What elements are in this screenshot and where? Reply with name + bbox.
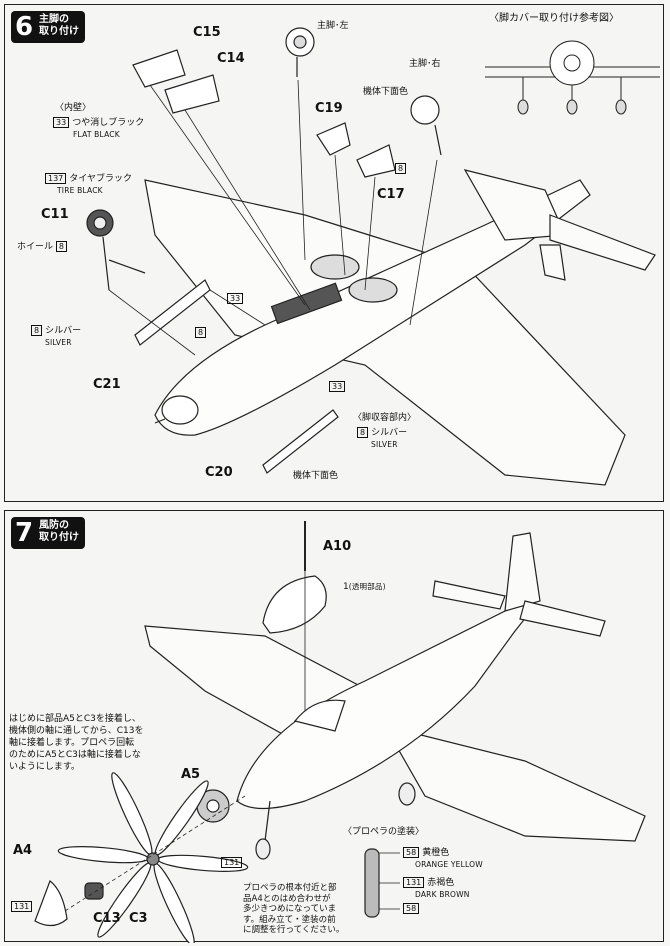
label-code-33-b: 33	[329, 381, 348, 393]
label-c17-code: 8	[395, 163, 409, 175]
step-7-badge: 7 風防の 取り付け	[11, 517, 85, 549]
label-part1: 1(透明部品)	[343, 582, 386, 592]
step-7-number: 7	[11, 517, 37, 549]
step-6-title: 主脚の 取り付け	[37, 11, 85, 43]
label-prop-paint: 〈プロペラの塗装〉	[343, 827, 425, 837]
label-c21: C21	[93, 377, 121, 392]
step-6-number: 6	[11, 11, 37, 43]
step-7-instruction: はじめに部品A5とC3を接着し、 機体側の軸に通してから、C13を 軸に接着しま…	[9, 714, 144, 772]
step-7-illustration	[34, 521, 646, 943]
label-a4: A4	[13, 843, 33, 858]
label-fuselage-underside: 機体下面色	[363, 87, 409, 97]
label-a5-code: 131	[221, 857, 245, 869]
step-6-illustration	[86, 27, 660, 486]
propeller-fit-note: プロペラの根本付近と部 品A4とのはめ合わせが 多少きつめになっていま す。組み…	[243, 883, 345, 935]
label-c17: C17	[377, 187, 405, 202]
label-c20-color: 機体下面色	[293, 471, 339, 481]
label-gear-bay: 〈脚収容部内〉	[353, 413, 417, 423]
label-flat-black-en: FLAT BLACK	[73, 130, 120, 139]
label-main-leg-right: 主脚･右	[409, 59, 441, 69]
label-a4-code: 131	[11, 901, 35, 913]
label-c14: C14	[217, 51, 245, 66]
step-7-panel: 7 風防の 取り付け	[4, 510, 664, 943]
label-inner-wall: 〈内壁〉	[55, 103, 92, 113]
label-code-8-a: 8	[195, 327, 209, 339]
label-c13: C13	[93, 911, 121, 926]
step-6-badge: 6 主脚の 取り付け	[11, 11, 85, 43]
label-dark-brown-en: DARK BROWN	[415, 890, 470, 899]
label-a5: A5	[181, 767, 201, 782]
label-bay-silver-en: SILVER	[371, 440, 398, 449]
label-a10: A10	[323, 539, 352, 554]
label-c3: C3	[129, 911, 148, 926]
label-orange-yellow-2: 58	[403, 903, 422, 915]
label-orange-yellow-en: ORANGE YELLOW	[415, 860, 483, 869]
step-7-title: 風防の 取り付け	[37, 517, 85, 549]
step-6-panel: 6 主脚の 取り付け	[4, 4, 664, 502]
label-c11: C11	[41, 207, 69, 222]
label-silver-en: SILVER	[45, 338, 72, 347]
label-c19: C19	[315, 101, 343, 116]
label-code-33-a: 33	[227, 293, 246, 305]
label-tire-black-en: TIRE BLACK	[57, 186, 103, 195]
reference-diagram-title: 〈脚カバー取り付け参考図〉	[489, 13, 619, 24]
label-c20: C20	[205, 465, 233, 480]
label-wheel: ホイール 8	[17, 241, 70, 253]
label-c15: C15	[193, 25, 221, 40]
label-main-leg-left: 主脚･左	[317, 21, 349, 31]
